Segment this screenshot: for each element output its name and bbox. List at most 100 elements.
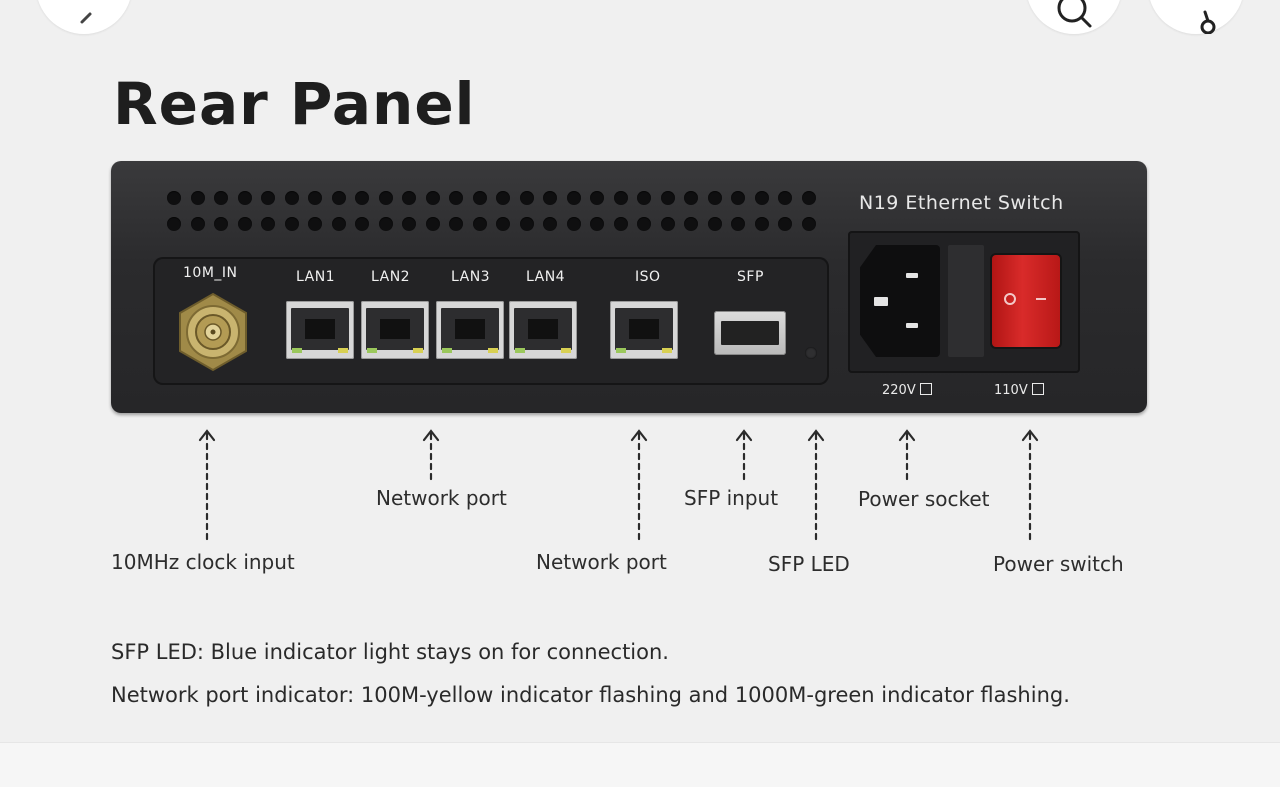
vent-hole xyxy=(284,191,299,205)
iso-label: ISO xyxy=(635,269,661,285)
lan2-port xyxy=(361,301,429,359)
voltage-110v-label: 110V xyxy=(994,383,1044,398)
lan4-label: LAN4 xyxy=(526,269,566,285)
callout-clock-input: 10MHz clock input xyxy=(111,550,295,574)
callout-sfp-input: SFP input xyxy=(684,486,779,510)
vent-hole xyxy=(543,217,557,231)
vent-hole xyxy=(167,217,181,231)
vent-row xyxy=(167,191,827,217)
switch-off-symbol xyxy=(1004,293,1016,305)
vent-hole xyxy=(566,191,581,205)
vent-hole xyxy=(190,217,205,231)
fuse-holder xyxy=(948,245,984,357)
vent-hole xyxy=(449,191,463,205)
switch-on-symbol xyxy=(1036,298,1046,300)
power-socket xyxy=(860,245,940,357)
vent-hole xyxy=(778,217,792,231)
vent-hole xyxy=(707,191,722,205)
vent-hole xyxy=(261,217,275,231)
sfp-port xyxy=(714,311,786,355)
vent-hole xyxy=(637,191,651,205)
callout-power-socket: Power socket xyxy=(858,487,990,511)
vent-hole xyxy=(778,191,792,205)
search-button[interactable] xyxy=(1026,0,1122,34)
vent-hole xyxy=(731,191,745,205)
vent-hole xyxy=(707,217,722,231)
vent-hole xyxy=(472,191,487,205)
vent-hole xyxy=(190,191,205,205)
vent-hole xyxy=(472,217,487,231)
vent-hole xyxy=(543,191,557,205)
callout-network-port-iso: Network port xyxy=(536,550,667,574)
vent-hole xyxy=(613,191,628,205)
lan1-label: LAN1 xyxy=(296,269,336,285)
vent-hole xyxy=(660,217,675,231)
callout-power-switch: Power switch xyxy=(993,552,1124,576)
checkbox-icon xyxy=(1031,383,1044,395)
vent-hole xyxy=(590,191,604,205)
vent-hole xyxy=(496,191,510,205)
lan1-port xyxy=(286,301,354,359)
vent-hole xyxy=(590,217,604,231)
vent-hole xyxy=(214,191,228,205)
vent-hole xyxy=(355,217,369,231)
vent-hole xyxy=(519,217,534,231)
vent-hole xyxy=(308,217,322,231)
vent-hole xyxy=(237,217,252,231)
lan4-port xyxy=(509,301,577,359)
vent-hole xyxy=(378,217,393,231)
bottom-bar xyxy=(0,742,1280,787)
vent-hole xyxy=(402,217,416,231)
vent-hole xyxy=(308,191,322,205)
note-sfp-led: SFP LED: Blue indicator light stays on f… xyxy=(111,640,669,664)
sfp-label: SFP xyxy=(737,269,764,285)
vent-hole xyxy=(284,217,299,231)
back-button[interactable] xyxy=(36,0,132,34)
device-model-label: N19 Ethernet Switch xyxy=(859,192,1064,214)
power-switch xyxy=(992,255,1060,347)
lan3-port xyxy=(436,301,504,359)
vent-hole xyxy=(496,217,510,231)
vent-hole xyxy=(378,191,393,205)
vent-hole xyxy=(331,191,346,205)
vent-hole xyxy=(425,217,440,231)
chevron-left-icon xyxy=(80,12,92,24)
search-icon xyxy=(1057,0,1092,28)
vent-hole xyxy=(684,217,698,231)
device-rear-panel: N19 Ethernet Switch 10M_IN LAN1 LAN2 LAN… xyxy=(111,161,1147,413)
checkbox-icon xyxy=(919,383,932,395)
vent-hole xyxy=(801,191,816,205)
vent-hole xyxy=(731,217,745,231)
clock-port-label: 10M_IN xyxy=(183,265,238,281)
vent-hole xyxy=(637,217,651,231)
callout-sfp-led: SFP LED xyxy=(768,552,850,576)
vent-hole xyxy=(214,217,228,231)
ventilation-holes xyxy=(167,191,827,243)
vent-hole xyxy=(660,191,675,205)
vent-hole xyxy=(425,191,440,205)
note-network-indicator: Network port indicator: 100M-yellow indi… xyxy=(111,683,1070,707)
vent-hole xyxy=(449,217,463,231)
voltage-220v-label: 220V xyxy=(882,383,932,398)
bnc-connector-icon xyxy=(179,292,247,372)
vent-hole xyxy=(331,217,346,231)
vent-hole xyxy=(754,191,769,205)
vent-hole xyxy=(801,217,816,231)
vent-hole xyxy=(754,217,769,231)
callout-network-port-lan: Network port xyxy=(376,486,507,510)
vent-hole xyxy=(519,191,534,205)
sfp-led xyxy=(805,347,817,359)
vent-hole xyxy=(566,217,581,231)
cart-icon xyxy=(1200,10,1216,34)
iso-port xyxy=(610,301,678,359)
page-title: Rear Panel xyxy=(113,70,476,138)
vent-hole xyxy=(167,191,181,205)
vent-hole xyxy=(355,191,369,205)
vent-hole xyxy=(613,217,628,231)
lan2-label: LAN2 xyxy=(371,269,411,285)
port-panel: 10M_IN LAN1 LAN2 LAN3 LAN4 ISO SFP xyxy=(153,257,829,385)
vent-hole xyxy=(261,191,275,205)
lan3-label: LAN3 xyxy=(451,269,491,285)
cart-button[interactable] xyxy=(1148,0,1244,34)
